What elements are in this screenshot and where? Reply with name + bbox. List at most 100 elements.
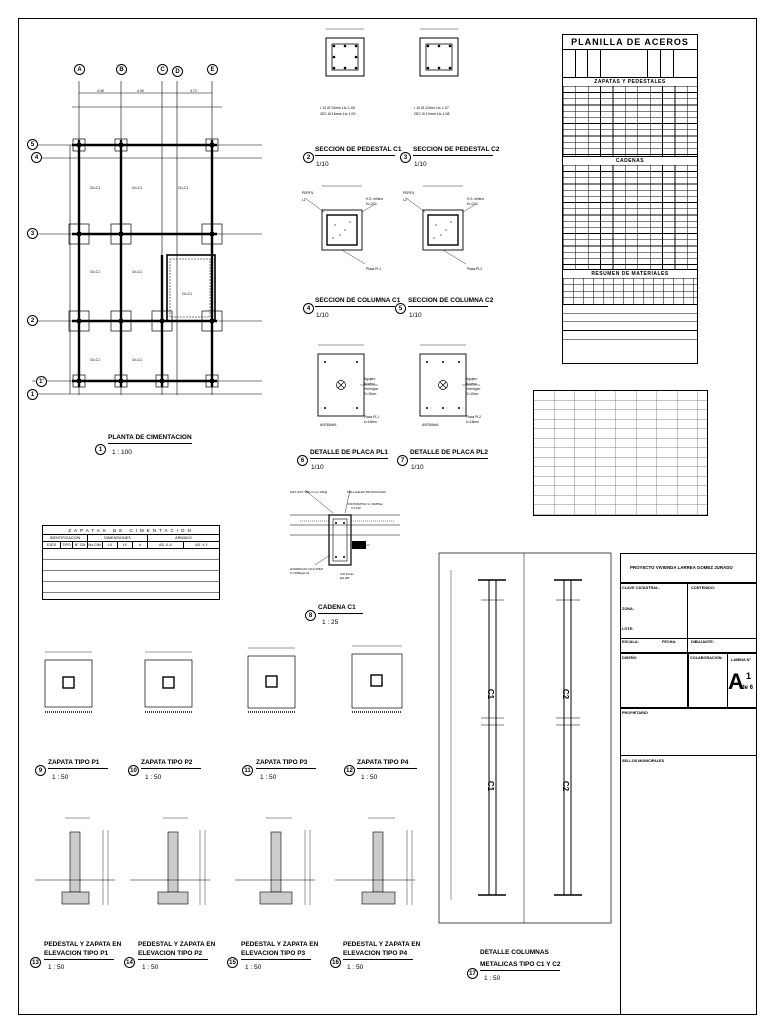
svg-text:Placa PL1: Placa PL1 bbox=[366, 267, 381, 271]
columns-detail-number: 17 bbox=[467, 968, 478, 979]
ped-c2-number: 3 bbox=[400, 152, 411, 163]
colaboracion-label: COLABORACIÓN: bbox=[690, 656, 723, 660]
lamina-label: LAMINA N° bbox=[731, 658, 751, 662]
col-c1-number: 4 bbox=[303, 303, 314, 314]
svg-text:f'c=210: f'c=210 bbox=[366, 202, 377, 206]
ped-c1-title: SECCION DE PEDESTAL C1 bbox=[315, 146, 401, 156]
axis-bubble-d: D bbox=[172, 66, 183, 77]
axis-bubble-c: C bbox=[157, 64, 168, 75]
zapata-p4-number: 12 bbox=[344, 765, 355, 776]
pedestal-p1-scale: 1 : 50 bbox=[48, 964, 65, 971]
svg-text:L1: L1 bbox=[302, 198, 306, 202]
svg-text:HORMIGON CICLOPEO: HORMIGON CICLOPEO bbox=[290, 567, 324, 571]
axis-bubble-2: 2 bbox=[27, 315, 38, 326]
zapatas-group-dimensiones: DIMENSIONES bbox=[88, 535, 148, 541]
col-c2-number: 5 bbox=[395, 303, 406, 314]
zapatas-group-armado: ARMADO bbox=[175, 536, 192, 540]
col-c2-scale: 1/10 bbox=[409, 312, 422, 319]
cadena-drawing: MAT. EST. Ø8mm Ltc 100@MALLA ELECTROSOLD… bbox=[290, 489, 400, 580]
planilla-section-2: CADENAS bbox=[563, 156, 697, 165]
svg-text:Cb-C1: Cb-C1 bbox=[182, 292, 192, 296]
pl2-scale: 1/10 bbox=[411, 464, 424, 471]
project-name: PROYECTO VIVIENDA LARREA GOMEZ JURADO bbox=[630, 565, 733, 570]
svg-text:3.72: 3.72 bbox=[190, 89, 197, 93]
svg-text:4 Ø 12mm: 4 Ø 12mm bbox=[340, 572, 355, 576]
contenido-label: CONTENIDO: bbox=[691, 586, 716, 590]
pl2-title: DETALLE DE PLACA PL2 bbox=[410, 449, 488, 459]
cadena-number: 8 bbox=[305, 610, 316, 621]
svg-text:f'c=210: f'c=210 bbox=[467, 202, 478, 206]
planilla-aceros-table: PLANILLA DE ACEROS ZAPATAS Y PEDESTALES … bbox=[562, 34, 698, 364]
pedestal-p1-number: 13 bbox=[30, 957, 41, 968]
title-block-project-cell bbox=[620, 553, 757, 583]
pedestal-elevations-drawing bbox=[35, 817, 415, 905]
escala-label: ESCALA: bbox=[622, 640, 639, 644]
svg-text:e=15mm: e=15mm bbox=[466, 420, 479, 424]
zapata-p2-scale: 1 : 50 bbox=[145, 774, 162, 781]
pedestal-p4-number: 16 bbox=[330, 957, 341, 968]
zapatas-col-ncim: No CIM. bbox=[88, 542, 103, 548]
planilla-section-3: RESUMEN DE MATERIALES bbox=[563, 269, 697, 278]
zapatas-table: ZAPATAS DE CIMENTACION IDENTIFICACION DI… bbox=[42, 525, 220, 600]
pedestal-p2-title2: ELEVACION TIPO P2 bbox=[138, 950, 208, 960]
pedestal-p4-title2: ELEVACION TIPO P4 bbox=[343, 950, 413, 960]
pedestal-sections-drawing bbox=[325, 28, 459, 77]
col-c1-scale: 1/10 bbox=[316, 312, 329, 319]
axis-bubble-3: 3 bbox=[27, 228, 38, 239]
zapatas-group-identificacion: IDENTIFICACION bbox=[43, 535, 88, 541]
zapata-p1-scale: 1 : 50 bbox=[52, 774, 69, 781]
svg-text:Cb-C1: Cb-C1 bbox=[90, 186, 100, 190]
svg-text:Cb-C1: Cb-C1 bbox=[132, 358, 142, 362]
steel-columns-drawing bbox=[438, 552, 612, 924]
pedestal-p4-scale: 1 : 50 bbox=[347, 964, 364, 971]
svg-text:Hormigón: Hormigón bbox=[466, 387, 480, 391]
cadena-title: CADENA C1 bbox=[318, 604, 363, 614]
svg-text:Est Ø8: Est Ø8 bbox=[340, 576, 350, 580]
ped-c1-scale: 1/10 bbox=[316, 161, 329, 168]
ped-c1-note1: • 12 Ø 10mm Ltc 1.00 bbox=[320, 106, 355, 110]
svg-text:CONTRAPISO H. SIMPLE: CONTRAPISO H. SIMPLE bbox=[347, 502, 383, 506]
fecha-label: FECHA: bbox=[662, 640, 677, 644]
column-c1-label-top: C1 bbox=[486, 688, 496, 700]
svg-text:Cb-C1: Cb-C1 bbox=[90, 270, 100, 274]
placas-table bbox=[533, 390, 708, 516]
svg-text:f'c=140: f'c=140 bbox=[351, 506, 361, 510]
svg-text:D=15cm: D=15cm bbox=[364, 392, 377, 396]
svg-text:Placa PL2: Placa PL2 bbox=[466, 415, 481, 419]
zapatas-col-tipo: TIPO bbox=[61, 542, 73, 548]
axis-bubble-b: B bbox=[116, 64, 127, 75]
pedestal-p2-title1: PEDESTAL Y ZAPATA EN bbox=[138, 941, 216, 948]
lamina-total: de 6 bbox=[741, 685, 754, 691]
svg-text:4.45: 4.45 bbox=[97, 89, 104, 93]
zapata-plans-drawing bbox=[44, 645, 403, 713]
svg-text:Placa PL2: Placa PL2 bbox=[467, 267, 482, 271]
svg-text:PERFIL: PERFIL bbox=[403, 191, 415, 195]
svg-text:ANTIBAHA: ANTIBAHA bbox=[320, 423, 337, 427]
planilla-rows-2 bbox=[563, 165, 697, 269]
columns-title1: DETALLE COLUMNAS bbox=[480, 949, 549, 956]
svg-text:MALLA ELECTROSOLDADA: MALLA ELECTROSOLDADA bbox=[347, 490, 386, 494]
zapatas-col-lx: LX bbox=[103, 542, 118, 548]
svg-text:H.S. relleno: H.S. relleno bbox=[467, 197, 484, 201]
svg-text:e=15mm: e=15mm bbox=[364, 420, 377, 424]
plan-title: PLANTA DE CIMENTACION bbox=[108, 434, 192, 444]
zapata-p2-title: ZAPATA TIPO P2 bbox=[141, 759, 201, 769]
pedestal-p3-number: 15 bbox=[227, 957, 238, 968]
axis-bubble-a: A bbox=[74, 64, 85, 75]
svg-text:Agujero: Agujero bbox=[466, 377, 478, 381]
zapata-p4-title: ZAPATA TIPO P4 bbox=[357, 759, 417, 769]
cadena-scale: 1 : 25 bbox=[322, 619, 339, 626]
svg-text:Hormigón: Hormigón bbox=[364, 387, 378, 391]
axis-bubble-e: E bbox=[207, 64, 218, 75]
svg-text:Cb-C1: Cb-C1 bbox=[90, 358, 100, 362]
ped-c1-number: 2 bbox=[303, 152, 314, 163]
plan-detail-number: 1 bbox=[95, 444, 106, 455]
zapata-p3-number: 11 bbox=[242, 765, 253, 776]
zapatas-col-ncm: N° CM bbox=[73, 542, 88, 548]
col-c1-title: SECCION DE COLUMNA C1 bbox=[315, 297, 400, 307]
ped-c2-title: SECCION DE PEDESTAL C2 bbox=[413, 146, 499, 156]
zapatas-col-ejes: EJES bbox=[43, 542, 61, 548]
